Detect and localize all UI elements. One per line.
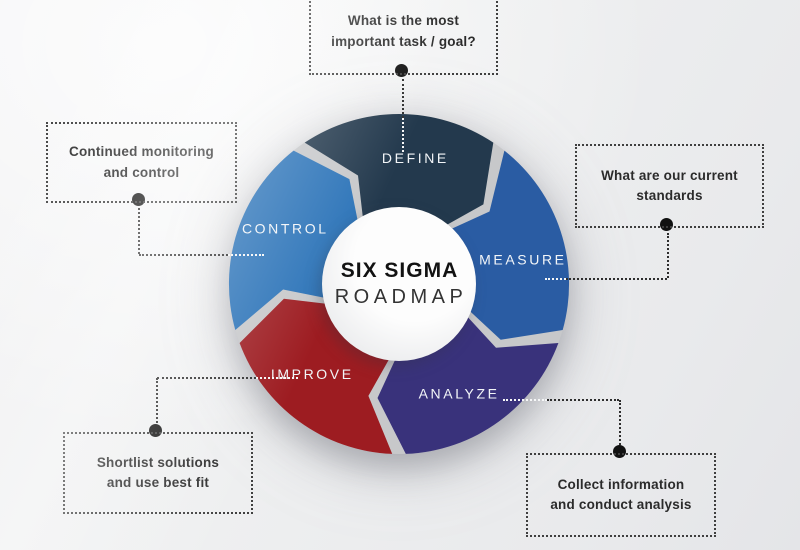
connector-line-control-on-wheel (228, 254, 264, 256)
connector-line-measure-on-wheel (545, 278, 566, 280)
callout-control: Continued monitoring and control (46, 122, 237, 203)
connector-line-control-h (139, 254, 228, 256)
connector-line-control-v (138, 208, 140, 254)
connector-line-improve-h (157, 377, 256, 379)
center-title: SIX SIGMA (340, 259, 459, 282)
connector-line-analyze-on-wheel (503, 399, 547, 401)
wheel-center-circle (322, 207, 476, 361)
callout-define: What is the most important task / goal? (309, 0, 498, 75)
wheel-segment-label-improve: IMPROVE (271, 366, 354, 382)
connector-line-improve-v (156, 378, 158, 423)
callout-define-text: What is the most important task / goal? (331, 13, 476, 49)
connector-line-measure-h (566, 278, 667, 280)
connector-line-analyze-v (619, 400, 621, 445)
wheel-segment-label-measure: MEASURE (479, 252, 566, 268)
center-subtitle: ROADMAP (334, 286, 468, 308)
wheel-segment-label-define: DEFINE (382, 150, 449, 166)
connector-line-improve-on-wheel (256, 377, 298, 379)
connector-line-define (402, 79, 404, 118)
wheel-segment-label-control: CONTROL (242, 221, 329, 237)
wheel-segment-define (304, 114, 494, 233)
connector-line-measure-v (667, 233, 669, 278)
callout-analyze: Collect information and conduct analysis (526, 453, 716, 537)
callout-control-text: Continued monitoring and control (69, 144, 214, 180)
wheel-center-label: SIX SIGMA ROADMAP (331, 259, 468, 309)
callout-measure-text: What are our current standards (601, 167, 738, 203)
connector-line-analyze-h (547, 399, 619, 401)
connector-line-define-on-wheel (402, 118, 404, 152)
callout-improve-text: Shortlist solutions and use best fit (96, 454, 220, 490)
wheel-segment-label-analyze: ANALYZE (419, 385, 500, 401)
callout-improve: Shortlist solutions and use best fit (63, 432, 253, 514)
callout-measure: What are our current standards (575, 144, 764, 228)
callout-analyze-text: Collect information and conduct analysis (550, 476, 692, 512)
